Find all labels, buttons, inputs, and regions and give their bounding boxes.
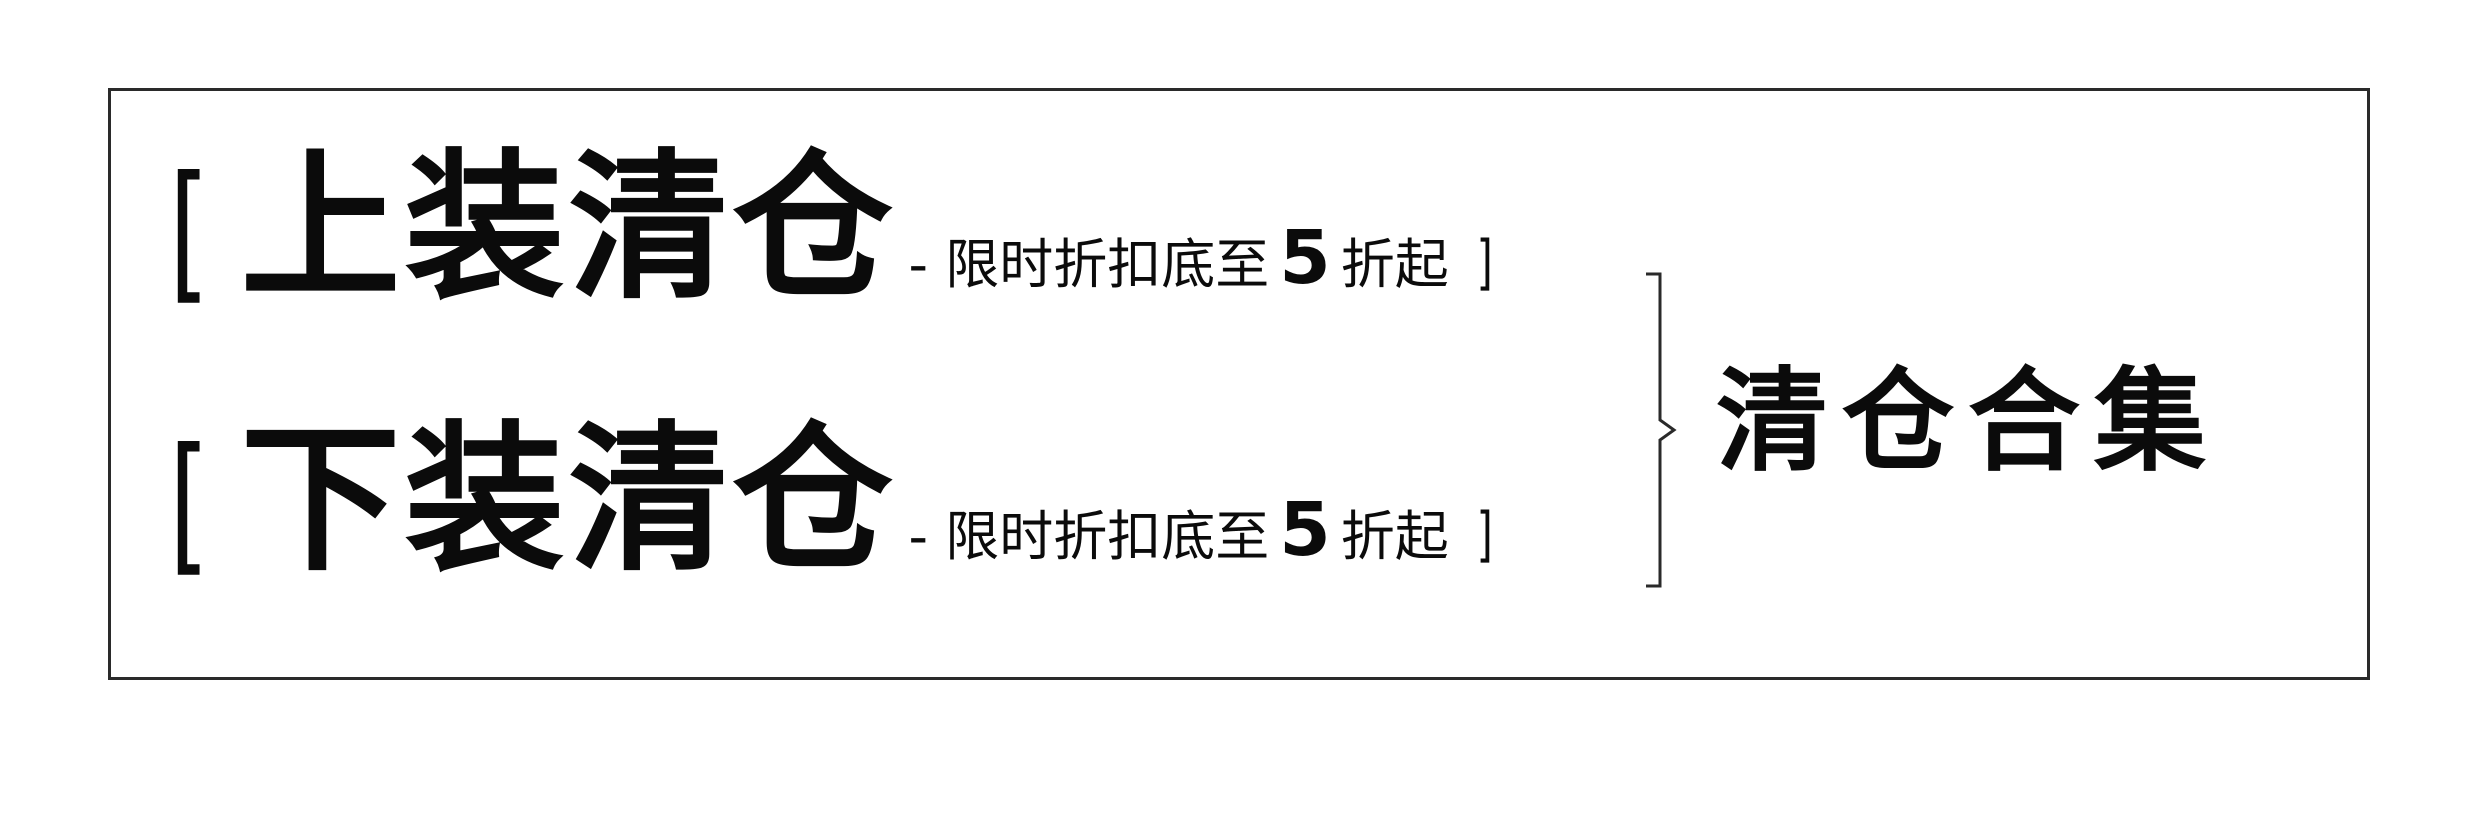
banner-frame [108,88,2370,680]
close-bracket: ] [1476,500,1493,570]
tops-clearance-title: 上装清仓 [240,134,897,321]
discount-prefix: - 限时折扣底至 [908,505,1270,568]
right-brace-icon [1646,272,1677,588]
discount-number: 5 [1279,487,1331,573]
open-bracket: [ [168,145,210,319]
tops-clearance-row[interactable]: [ 上装清仓 - 限时折扣底至 5 折起 ] [160,148,1496,328]
bottoms-clearance-row[interactable]: [ 下装清仓 - 限时折扣底至 5 折起 ] [160,420,1496,600]
discount-prefix: - 限时折扣底至 [908,233,1270,296]
clearance-collection-title[interactable]: 清仓合集 [1716,357,2220,487]
bottoms-clearance-title: 下装清仓 [240,406,897,593]
discount-suffix: 折起 [1340,233,1449,296]
discount-number: 5 [1279,215,1331,301]
close-bracket: ] [1476,228,1493,298]
discount-suffix: 折起 [1340,505,1449,568]
open-bracket: [ [168,417,210,591]
